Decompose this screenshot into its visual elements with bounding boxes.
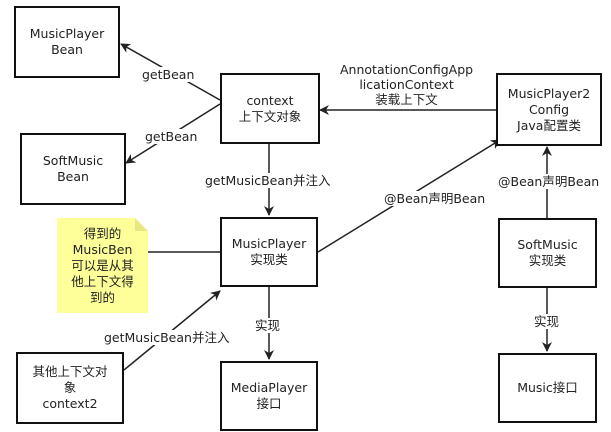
node-text: MusicPlayer	[29, 26, 105, 41]
node-text: context2	[42, 396, 98, 411]
note-text: 可以是从其	[71, 257, 134, 273]
node-text: Music接口	[517, 380, 578, 395]
edge-label-impl-left: 实现	[255, 318, 281, 333]
edge-label-bean-declare-right: @Bean声明Bean	[498, 174, 600, 189]
node-text: SoftMusic	[42, 153, 104, 168]
node-text: 其他上下文对	[32, 364, 108, 379]
node-other-context[interactable]: 其他上下文对 象 context2	[16, 352, 124, 424]
node-musicplayer2-config[interactable]: MusicPlayer2 Config Java配置类	[496, 73, 602, 146]
node-context[interactable]: context 上下文对象	[220, 73, 320, 144]
edge-label-getbean-bottom: getBean	[145, 129, 198, 144]
node-text: 接口	[256, 396, 282, 411]
node-softmusic-impl[interactable]: SoftMusic 实现类	[498, 218, 597, 288]
node-text: MediaPlayer	[230, 380, 308, 395]
node-softmusic-bean[interactable]: SoftMusic Bean	[20, 133, 126, 205]
edge-label-get-inject-bottom: getMusicBean并注入	[104, 330, 230, 345]
node-text: SoftMusic	[517, 237, 578, 252]
note-text: 得到的	[83, 225, 122, 241]
node-musicplayer-impl[interactable]: MusicPlayer 实现类	[220, 217, 318, 287]
note-text: 到的	[89, 289, 115, 305]
edge-label-getbean-top: getBean	[142, 67, 195, 82]
node-musicplayer-bean[interactable]: MusicPlayer Bean	[14, 6, 120, 78]
node-text: 象	[63, 380, 77, 395]
node-text: MusicPlayer2	[507, 85, 591, 101]
node-text: MusicPlayer	[231, 236, 307, 251]
node-text: Config	[528, 101, 570, 117]
edge-label-bean-declare-left: @Bean声明Bean	[384, 191, 486, 206]
note-text: 他上下文得	[71, 273, 134, 289]
node-music-interface[interactable]: Music接口	[498, 353, 597, 423]
edge-label-get-inject-top: getMusicBean并注入	[205, 173, 331, 188]
edge-label-annotation-context: AnnotationConfigApp licationContext 装载上下…	[340, 62, 474, 107]
note-text: MusicBen	[72, 241, 133, 257]
node-text: 上下文对象	[238, 108, 302, 124]
edge-label-impl-right: 实现	[534, 314, 560, 329]
node-text: Bean	[51, 42, 83, 57]
node-text: context	[246, 92, 294, 108]
node-text: Java配置类	[517, 117, 581, 133]
node-text: 实现类	[528, 253, 567, 268]
sticky-note[interactable]: 得到的 MusicBen 可以是从其 他上下文得 到的	[57, 218, 148, 313]
node-text: 实现类	[250, 252, 288, 267]
node-text: Bean	[57, 169, 89, 184]
node-mediaplayer-interface[interactable]: MediaPlayer 接口	[220, 361, 318, 431]
